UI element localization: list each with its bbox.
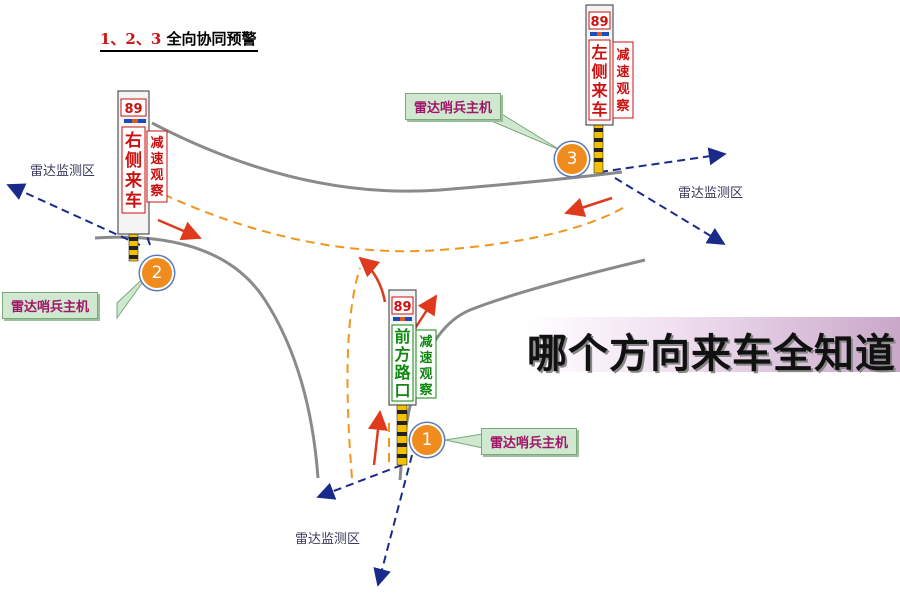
radar-beam-3a [599, 147, 727, 173]
direction-arrow-right [157, 218, 202, 241]
sign-3-side-0: 减 [616, 47, 629, 63]
vehicle-path-main [149, 187, 629, 253]
sign-1-main-1: 方 [394, 345, 410, 364]
sign-3-side-1: 速 [616, 64, 629, 80]
vehicle-path-turn [346, 267, 361, 479]
direction-arrow-up-2 [412, 294, 438, 331]
sign-1-side-0: 减 [419, 334, 432, 350]
sign-1-main-0: 前 [394, 327, 410, 346]
direction-arrow-turn [358, 256, 387, 303]
sign-3-main-3: 车 [591, 100, 607, 119]
sign-3-main-1: 侧 [591, 62, 607, 81]
sign-2-main-2: 来 [124, 170, 143, 191]
radar-beam-2a [6, 183, 141, 246]
warning-sign-2: 89 右 侧 来 车 减 速 观 察 [117, 90, 168, 262]
sign-2-side-0: 减 [150, 135, 163, 151]
sign-2-side-1: 速 [150, 151, 163, 167]
radar-beam-1b [373, 454, 413, 587]
slogan-banner: 哪个方向来车全知道 [527, 317, 900, 377]
host-number-3: 3 [555, 142, 589, 176]
host-number-2: 2 [140, 256, 174, 290]
sign-2-main-1: 侧 [125, 150, 142, 171]
host-callout-1: 雷达哨兵主机 [481, 428, 578, 455]
warning-sign-3: 89 左 侧 来 车 减 速 观 察 [585, 4, 634, 174]
direction-arrow-left [564, 196, 613, 217]
sign-1-side-2: 观 [419, 367, 432, 382]
sign-1-side-1: 速 [419, 350, 432, 366]
sign-1-main-3: 口 [394, 381, 410, 400]
zone-label-left: 雷达监测区 [30, 164, 96, 179]
sign-3-side-2: 观 [616, 82, 629, 97]
sign-2-main-3: 车 [125, 190, 142, 211]
road-edge-top [151, 121, 623, 193]
sign-2-side-3: 察 [150, 183, 164, 199]
direction-arrow-up-1 [368, 410, 388, 466]
sign-3-main-2: 来 [590, 81, 608, 100]
callout-leader-1 [444, 433, 484, 449]
radar-beam-3b [614, 177, 726, 245]
title-underline [100, 50, 258, 52]
radar-beam-1a [316, 464, 403, 500]
slogan-text: 哪个方向来车全知道 [527, 330, 896, 377]
zone-label-bottom: 雷达监测区 [295, 532, 361, 547]
road-edge-left-lower [94, 235, 320, 479]
sign-2-main-0: 右 [125, 130, 142, 151]
sign-2-side-2: 观 [150, 168, 163, 183]
sign-2-speed: 89 [124, 102, 142, 117]
sign-3-main-0: 左 [590, 43, 607, 62]
sign-1-side-3: 察 [419, 382, 433, 398]
title-text: 全向协同预警 [166, 30, 257, 48]
host-number-1: 1 [410, 423, 444, 457]
sign-1-speed: 89 [393, 300, 411, 315]
sign-3-speed: 89 [590, 15, 608, 30]
title-prefix: 1、2、3 [100, 30, 162, 48]
zone-label-right: 雷达监测区 [678, 186, 744, 201]
warning-sign-1: 89 前 方 路 口 减 速 观 察 [388, 289, 437, 466]
callout-leader-2 [116, 271, 151, 320]
sign-3-side-3: 察 [616, 98, 630, 114]
diagram-title: 1、2、3 全向协同预警 [100, 28, 257, 49]
host-callout-3: 雷达哨兵主机 [405, 93, 502, 120]
host-callout-2: 雷达哨兵主机 [2, 292, 99, 319]
sign-1-main-2: 路 [394, 363, 411, 382]
